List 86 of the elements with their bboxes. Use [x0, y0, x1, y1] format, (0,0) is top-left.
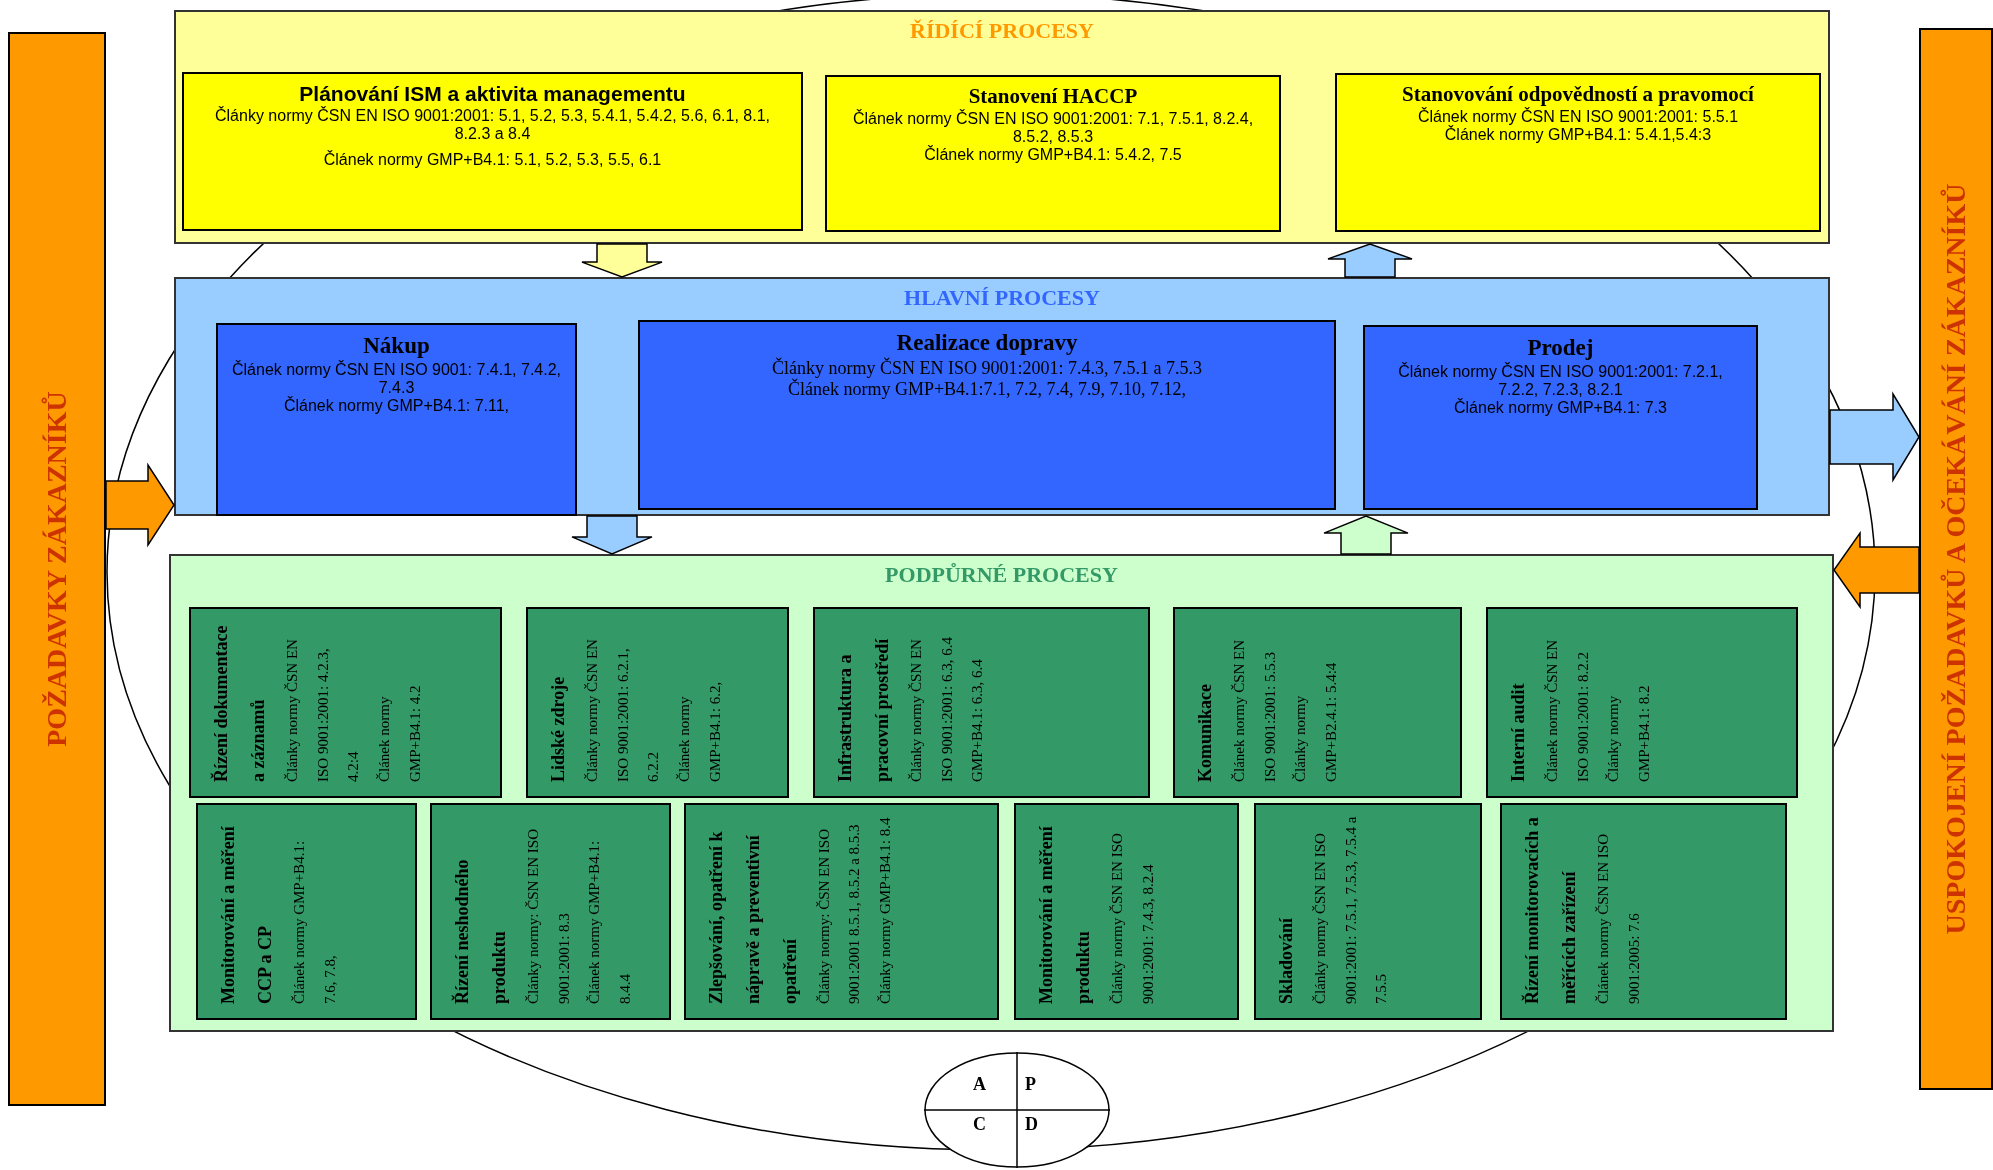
side-label: POŽADAVKY ZÁKAZNÍKŮ: [41, 391, 73, 747]
process-title: Infrastruktura a pracovní prostředí: [834, 637, 893, 782]
cycle-letter: A: [973, 1074, 986, 1095]
norm-reference: GMP+B4.1: 6.3, 6.4: [968, 658, 987, 782]
norm-reference: Článek normy GMP+B4.1: 7.11,: [282, 396, 511, 415]
norm-reference: Článek normy ČSN EN ISO 9001:2001: 5.5.1: [1416, 108, 1740, 126]
process-box: [1500, 803, 1787, 1020]
norm-reference: Článek normy ČSN EN ISO 9001:2001: 8.2.2: [1542, 638, 1592, 782]
process-title: Skladování: [1275, 916, 1297, 1004]
process-title: Stanovení HACCP: [967, 83, 1139, 109]
process-title: Lidské zdroje: [547, 675, 569, 782]
process-title: Řízení dokumentace a záznamů: [209, 624, 269, 782]
process-box: [825, 75, 1281, 232]
process-title: Zlepšování, opatření k nápravě a preventivní opatření: [705, 830, 801, 1004]
norm-reference: Článek normy GMP+B4.1: 7.3: [1453, 398, 1668, 417]
process-box: [430, 803, 671, 1020]
block-arrow: [1833, 530, 1920, 610]
process-title: Interní audit: [1507, 682, 1529, 782]
norm-reference: Články normy: ČSN EN ISO 9001:2001 8.5.1, 8.5.2 a 8.5.3: [814, 823, 864, 1004]
norm-reference: Články normy ČSN EN ISO 9001:2001: 7.4.3, 8.2.4: [1107, 832, 1157, 1004]
process-box: [1486, 607, 1798, 798]
norm-reference: Článek normy ČSN EN ISO 9001:2001: 7.1, 7.5.1, 8.2.4, 8.5.2, 8.5.3: [851, 110, 1255, 146]
section-band: [169, 554, 1834, 1032]
block-arrow: [571, 515, 653, 555]
process-title: Prodej: [1526, 334, 1595, 362]
norm-reference: Články normy ČSN EN ISO 9001:2001: 4.2.3, 4.2:4: [282, 638, 363, 782]
process-box: [1173, 607, 1462, 798]
process-box: [1254, 803, 1482, 1020]
side-bar: [8, 32, 106, 1106]
process-title: Monitorování a měření CCP a CP: [217, 825, 276, 1004]
norm-reference: Článek normy GMP+B4.1: 6.2,: [675, 680, 724, 782]
block-arrow: [1829, 391, 1920, 483]
norm-reference: Článek normy GMP+B4.1: 5.4.1,5.4:3: [1443, 126, 1713, 145]
process-title: Řízení monitorovacích a měřících zařízení: [1520, 816, 1580, 1004]
process-box: [526, 607, 789, 798]
section-heading: ŘÍDÍCÍ PROCESY: [910, 18, 1094, 44]
section-band: [174, 10, 1830, 244]
norm-reference: Články normy GMP+B2.4.1: 5.4:4: [1291, 661, 1341, 782]
process-box: [1335, 73, 1821, 232]
process-box: [189, 607, 502, 798]
norm-reference: Článek normy ČSN EN ISO 9001:2001: 5.5.3: [1229, 638, 1279, 782]
block-arrow: [105, 462, 175, 548]
block-arrow: [581, 243, 663, 278]
process-title: Nákup: [362, 332, 431, 360]
norm-reference: Článek normy ČSN EN ISO 9001:2005: 7.6: [1593, 833, 1643, 1004]
norm-reference: Článek normy GMP+B4.1: 5.1, 5.2, 5.3, 5.5, 6.1: [322, 151, 663, 170]
norm-reference: Článek normy GMP+B4.1: 5.4.2, 7.5: [923, 146, 1183, 165]
norm-reference: Články normy ČSN EN ISO 9001:2001: 7.4.3, 7.5.1 a 7.5.3: [771, 357, 1203, 379]
process-title: Řízení neshodného produktu: [450, 858, 510, 1004]
cycle-letter: C: [973, 1114, 986, 1135]
section-heading: PODPŮRNÉ PROCESY: [885, 562, 1118, 588]
norm-reference: Články normy ČSN EN ISO 9001:2001: 6.3, 6.4: [906, 636, 956, 782]
section-band: [174, 277, 1830, 516]
process-title: Stanovování odpovědností a pravomocí: [1401, 81, 1755, 107]
process-title: Plánování ISM a aktivita managementu: [298, 81, 687, 106]
block-arrow: [1323, 515, 1409, 555]
process-box: [182, 72, 803, 231]
process-box: [684, 803, 999, 1020]
norm-reference: Článek normy GMP+B4.1: 4.2: [375, 684, 424, 782]
process-title: Komunikace: [1194, 683, 1216, 782]
pdca-circle: [924, 1052, 1110, 1168]
cycle-letter: D: [1025, 1114, 1038, 1135]
norm-reference: Články normy ČSN EN ISO 9001:2001: 5.1, 5.2, 5.3, 5.4.1, 5.4.2, 5.6, 6.1, 8.1, 8.2.3 a 8.4: [214, 107, 771, 144]
norm-reference: Články normy GMP+B4.1: 8.2: [1604, 684, 1654, 782]
norm-reference: Článek normy GMP+B4.1: 8.4.4: [585, 839, 635, 1004]
norm-reference: Články normy GMP+B4.1: 8.4: [876, 816, 895, 1004]
process-box: [638, 320, 1336, 510]
process-box: [1363, 325, 1758, 510]
norm-reference: Články normy: ČSN EN ISO 9001:2001: 8.3: [523, 828, 573, 1004]
norm-reference: Články normy ČSN EN ISO 9001:2001: 6.2.1, 6.2.2: [582, 638, 663, 782]
block-arrow: [1327, 243, 1413, 278]
cycle-letter: P: [1025, 1074, 1036, 1095]
process-box: [813, 607, 1150, 798]
process-box: [196, 803, 417, 1020]
norm-reference: Článek normy ČSN EN ISO 9001:2001: 7.2.1, 7.2.2, 7.2.3, 8.2.1: [1397, 362, 1724, 398]
norm-reference: Články normy ČSN EN ISO 9001:2001: 7.5.1, 7.5.3, 7.5.4 a 7.5.5: [1310, 815, 1391, 1004]
section-heading: HLAVNÍ PROCESY: [904, 285, 1100, 311]
norm-reference: Článek normy GMP+B4.1:7.1, 7.2, 7.4, 7.9, 7.10, 7.12,: [787, 378, 1188, 400]
norm-reference: Článek normy ČSN EN ISO 9001: 7.4.1, 7.4.2, 7.4.3: [230, 360, 562, 396]
process-box: [1014, 803, 1239, 1020]
side-bar: [1919, 28, 1993, 1090]
side-label: USPOKOJENÍ POŽADAVKŮ A OČEKÁVÁNÍ ZÁKAZNÍKŮ: [1940, 183, 1972, 935]
process-title: Monitorování a měření produktu: [1035, 825, 1094, 1004]
process-box: [216, 323, 577, 516]
norm-reference: Článek normy GMP+B4.1: 7.6, 7.8,: [289, 839, 339, 1004]
process-title: Realizace dopravy: [895, 329, 1079, 357]
